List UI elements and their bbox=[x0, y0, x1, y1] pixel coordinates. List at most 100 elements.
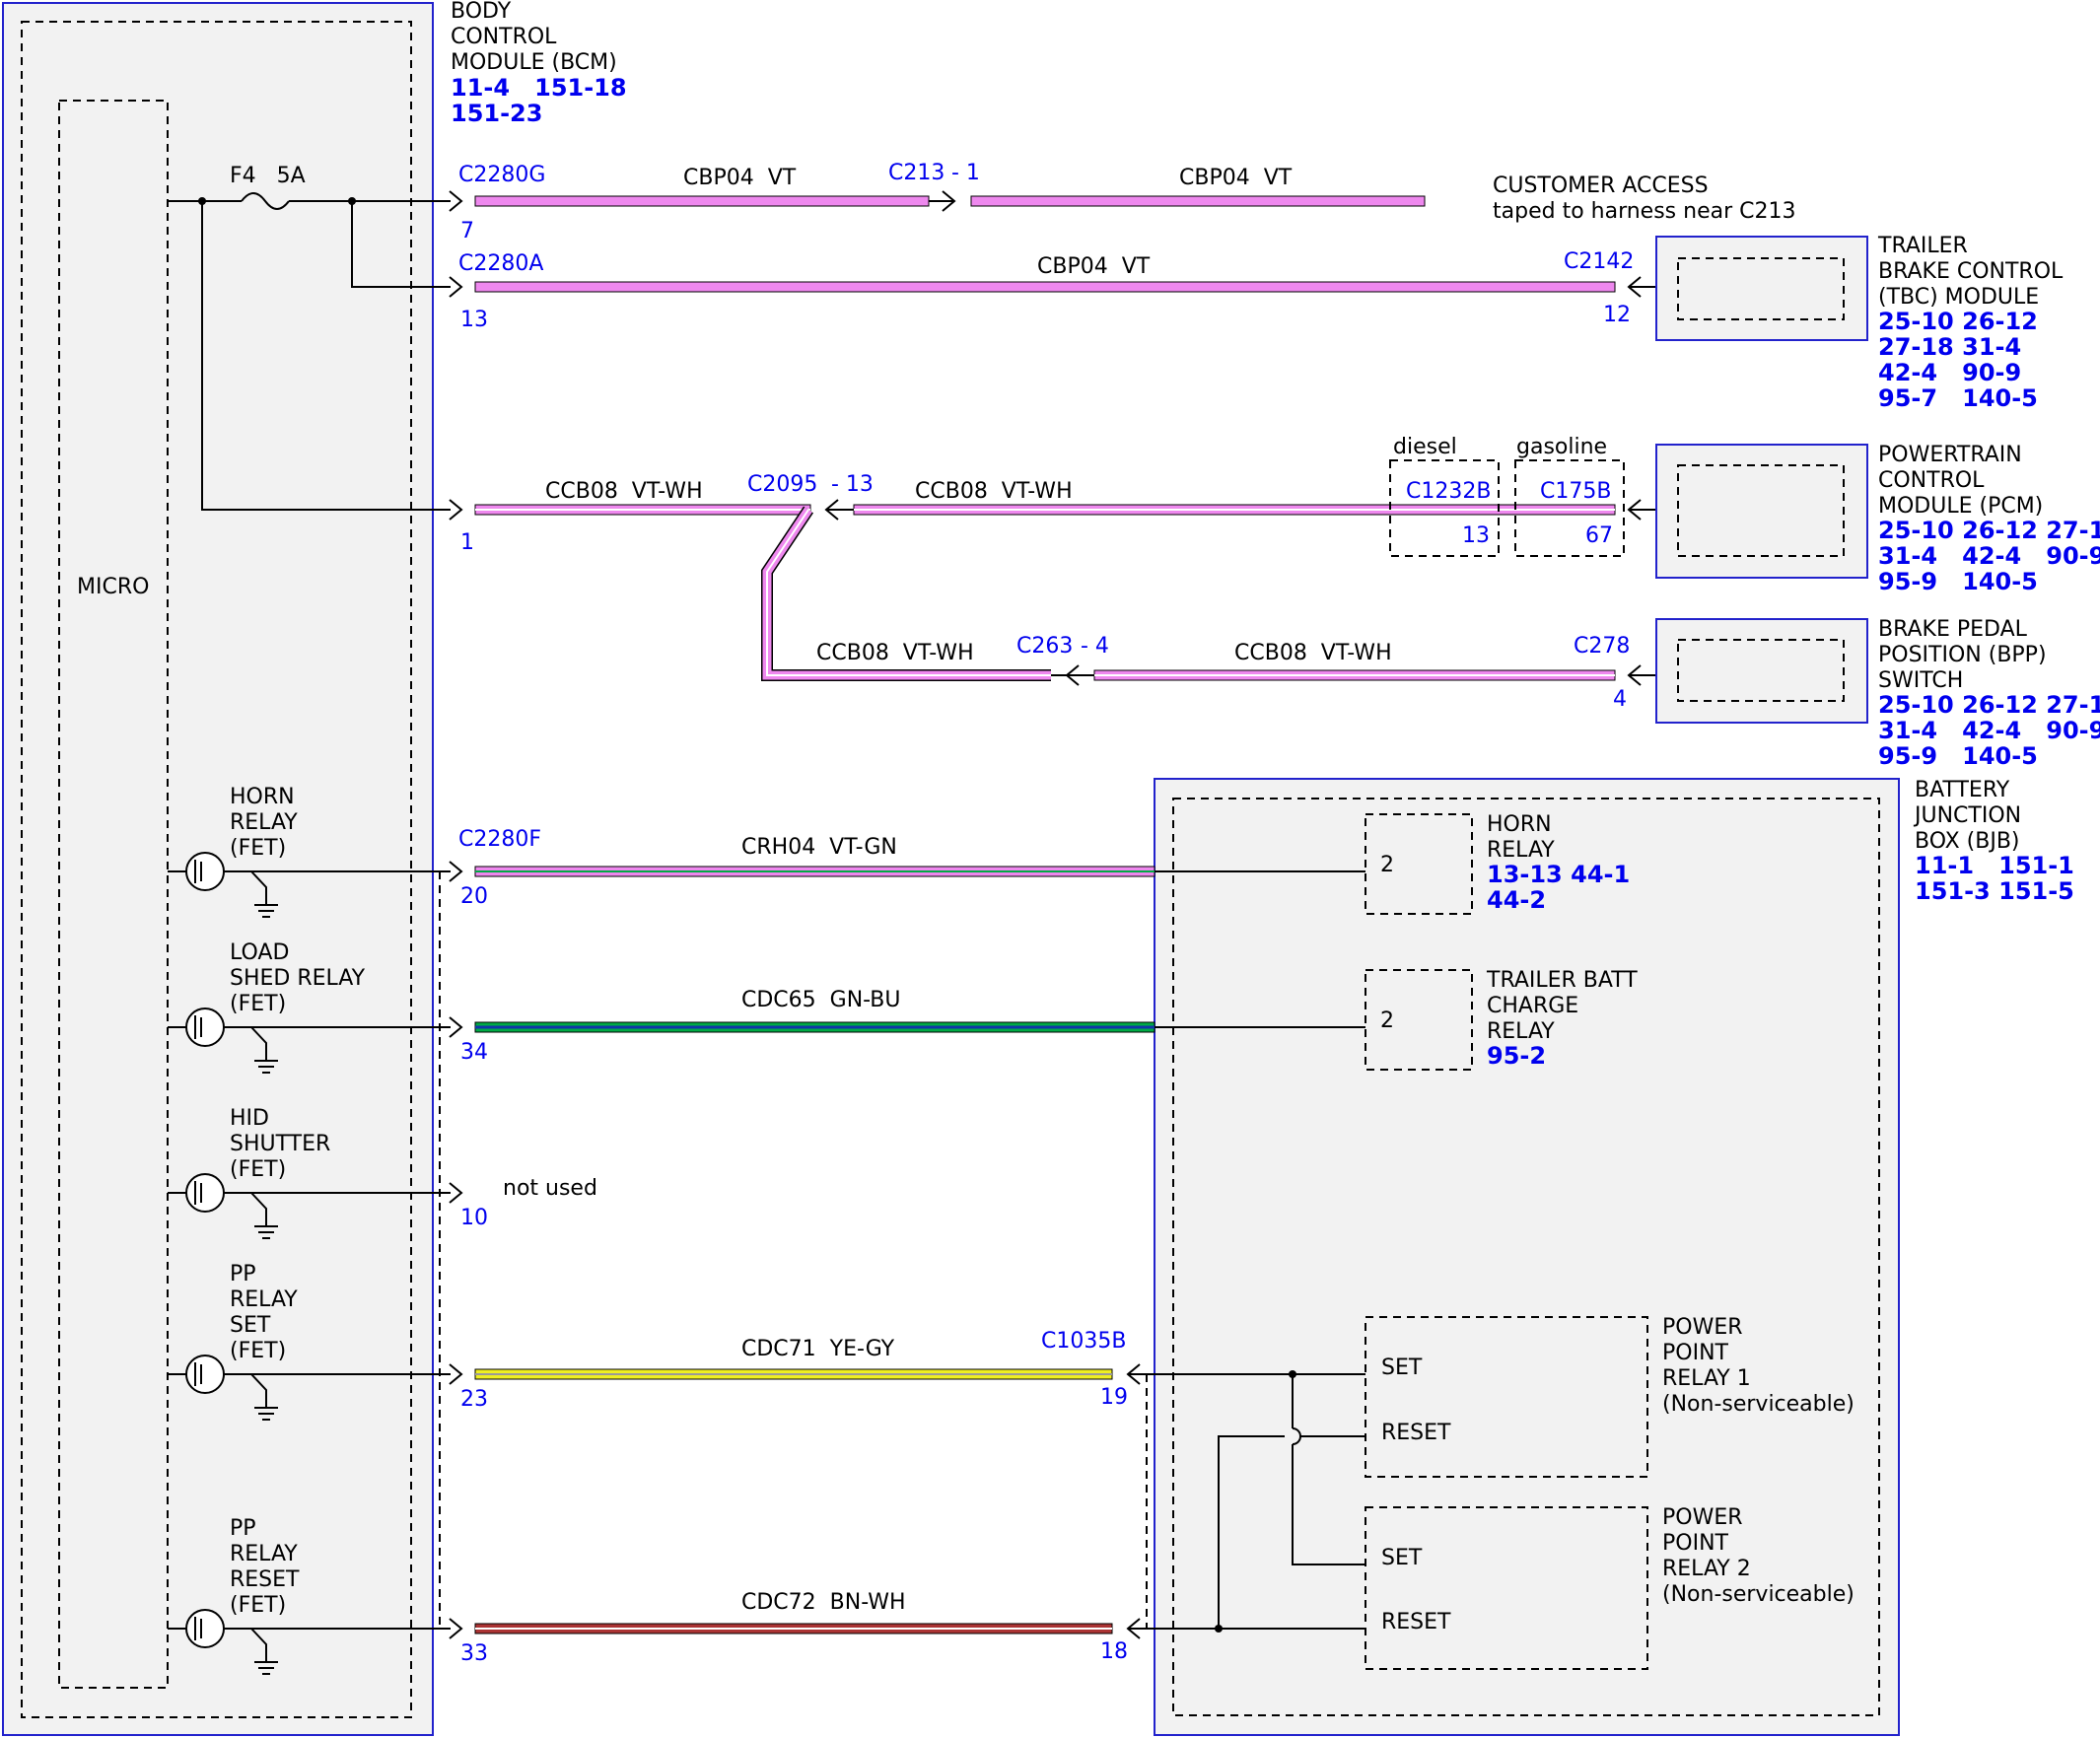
connector-name: C2280A bbox=[458, 251, 543, 276]
tbc-ref-line: 25-10 26-12 bbox=[1878, 308, 2038, 335]
trailer-relay-label: TRAILER BATT bbox=[1486, 968, 1638, 993]
bpp-ref-line: 25-10 26-12 27-18 bbox=[1878, 691, 2100, 719]
horn-relay-label: HORN bbox=[1487, 812, 1552, 837]
pcm-ref-line: 25-10 26-12 27-18 bbox=[1878, 517, 2100, 544]
connector-pin: 13 bbox=[1462, 523, 1490, 548]
wire-label: CCB08 VT-WH bbox=[816, 641, 974, 665]
fuse-symbol bbox=[241, 192, 290, 210]
power-point-relay-2: SET RESET POWER POINT RELAY 2 (Non-servi… bbox=[1365, 1505, 1855, 1670]
trailer-relay-box bbox=[1365, 969, 1473, 1071]
wire-label: CCB08 VT-WH bbox=[915, 479, 1073, 504]
fet-label-line: HORN bbox=[230, 785, 295, 809]
wire-label: CCB08 VT-WH bbox=[545, 479, 703, 504]
connector-pin: 12 bbox=[1603, 303, 1631, 327]
fet-label-line: RELAY bbox=[230, 1542, 298, 1566]
connector-name: C2095 bbox=[747, 472, 817, 497]
pp-relay-2-set: SET bbox=[1381, 1546, 1423, 1570]
wire-segment bbox=[474, 195, 930, 207]
connector-pin: - 4 bbox=[1081, 634, 1109, 659]
bcm-ref-line-1: 11-4 151-18 bbox=[451, 74, 627, 102]
fet-label-line: SHUTTER bbox=[230, 1132, 330, 1156]
bcm-connector-labels: C2280G 7 C2280A 13 1 C2280F 20 34 10 23 … bbox=[458, 163, 545, 1666]
fuse-feed: F4 5A bbox=[168, 164, 451, 511]
pp-relay-2-box bbox=[1365, 1506, 1648, 1670]
fet-label-line: LOAD bbox=[230, 940, 289, 965]
wire-label: CDC72 BN-WH bbox=[741, 1590, 906, 1615]
connector-name: C175B bbox=[1540, 479, 1611, 504]
connector-name: C2280G bbox=[458, 163, 545, 187]
wire-label: CCB08 VT-WH bbox=[1234, 641, 1392, 665]
tbc-ref-line: 42-4 90-9 bbox=[1878, 359, 2021, 386]
connector-name: C278 bbox=[1574, 634, 1630, 659]
fet-pp-relay-reset: PP RELAY RESET (FET) bbox=[168, 1516, 451, 1675]
pp-relay-1-set: SET bbox=[1381, 1356, 1423, 1380]
fuse-label: F4 5A bbox=[230, 164, 306, 188]
pp-relay-1-label: RELAY 1 bbox=[1662, 1366, 1751, 1391]
wire-label: CDC71 YE-GY bbox=[741, 1337, 895, 1361]
bjb-ref-line: 11-1 151-1 bbox=[1915, 852, 2074, 879]
fet-transistor-icon bbox=[185, 1609, 225, 1648]
trailer-relay-ref: 95-2 bbox=[1487, 1042, 1546, 1070]
pp-relay-1-label: (Non-serviceable) bbox=[1662, 1392, 1855, 1417]
pp-relay-2-label: POINT bbox=[1662, 1531, 1729, 1556]
fet-label-line: (FET) bbox=[230, 1339, 286, 1363]
crossover-hop bbox=[1292, 1427, 1301, 1445]
fet-label-line: (FET) bbox=[230, 1593, 286, 1618]
wire-cbp04-tbc: CBP04 VT C2142 12 bbox=[474, 249, 1680, 327]
pp-relay-routing bbox=[1215, 1370, 1365, 1633]
wire-cdc71: CDC71 YE-GY C1035B 19 bbox=[474, 1329, 1365, 1410]
pp-relay-2-label: POWER bbox=[1662, 1505, 1743, 1530]
connector-icon bbox=[449, 276, 463, 298]
fet-label-line: (FET) bbox=[230, 1157, 286, 1182]
connector-icon bbox=[449, 190, 463, 212]
wire-label: CRH04 VT-GN bbox=[741, 835, 897, 860]
bjb-title-line: BATTERY bbox=[1915, 778, 2010, 802]
wire-crh04: CRH04 VT-GN bbox=[474, 835, 1365, 877]
bpp-title-line: SWITCH bbox=[1878, 668, 1963, 693]
fet-label-line: (FET) bbox=[230, 992, 286, 1016]
pp-relay-2-label: RELAY 2 bbox=[1662, 1557, 1751, 1581]
bpp-ref-line: 95-9 140-5 bbox=[1878, 742, 2038, 770]
fet-label-line: PP bbox=[230, 1262, 256, 1286]
horn-relay: 2 HORN RELAY 13-13 44-1 44-2 bbox=[1365, 812, 1630, 915]
connector-name: C263 bbox=[1016, 634, 1073, 659]
connector-name: C213 bbox=[888, 161, 945, 185]
micro-label: MICRO bbox=[77, 575, 149, 599]
fet-label-line: PP bbox=[230, 1516, 256, 1541]
connector-pin: 4 bbox=[1613, 687, 1627, 712]
pcm-title-line: MODULE (PCM) bbox=[1878, 494, 2043, 519]
bcm-title-line-3: MODULE (BCM) bbox=[451, 50, 617, 75]
pcm-title-line: CONTROL bbox=[1878, 468, 1985, 493]
customer-access-note: taped to harness near C213 bbox=[1493, 199, 1795, 224]
fet-load-shed-relay: LOAD SHED RELAY (FET) bbox=[168, 940, 451, 1074]
connector-pin: - 13 bbox=[831, 472, 874, 497]
pp-relay-2-reset: RESET bbox=[1381, 1610, 1451, 1634]
fet-horn-relay: HORN RELAY (FET) bbox=[168, 785, 451, 918]
bpp-module: BRAKE PEDAL POSITION (BPP) SWITCH 25-10 … bbox=[1655, 617, 2100, 770]
connector-c1232b-shell bbox=[1389, 459, 1500, 557]
fet-label-line: RELAY bbox=[230, 810, 298, 835]
not-used-pin: not used bbox=[503, 1176, 597, 1201]
micro-block bbox=[58, 100, 169, 1689]
bcm-ref-line-2: 151-23 bbox=[451, 100, 542, 127]
wire-cdc65: CDC65 GN-BU bbox=[474, 988, 1365, 1033]
relay-pin: 2 bbox=[1380, 853, 1394, 877]
wire-cbp04-customer-access: CBP04 VT CBP04 VT C213 - 1 CUSTOMER ACCE… bbox=[474, 161, 1795, 224]
fet-transistor-icon bbox=[185, 1173, 225, 1213]
fet-label-line: SHED RELAY bbox=[230, 966, 366, 991]
pp-relay-2-label: (Non-serviceable) bbox=[1662, 1582, 1855, 1607]
horn-relay-ref: 13-13 44-1 bbox=[1487, 861, 1630, 888]
connector-pin: 13 bbox=[460, 308, 488, 332]
tbc-title-line: TRAILER bbox=[1877, 234, 1968, 258]
wire-label: CBP04 VT bbox=[1037, 254, 1151, 279]
bjb-inner-outline bbox=[1172, 798, 1880, 1716]
connector-pin: 20 bbox=[460, 884, 488, 909]
bjb-title-line: JUNCTION bbox=[1913, 803, 2021, 828]
wire-label: CBP04 VT bbox=[1179, 166, 1293, 190]
fet-label-line: (FET) bbox=[230, 836, 286, 861]
trailer-batt-charge-relay: 2 TRAILER BATT CHARGE RELAY 95-2 bbox=[1365, 968, 1638, 1071]
bpp-title-line: BRAKE PEDAL bbox=[1878, 617, 2028, 642]
bpp-ref-line: 31-4 42-4 90-9 bbox=[1878, 717, 2100, 744]
connector-name: C2280F bbox=[458, 827, 541, 852]
